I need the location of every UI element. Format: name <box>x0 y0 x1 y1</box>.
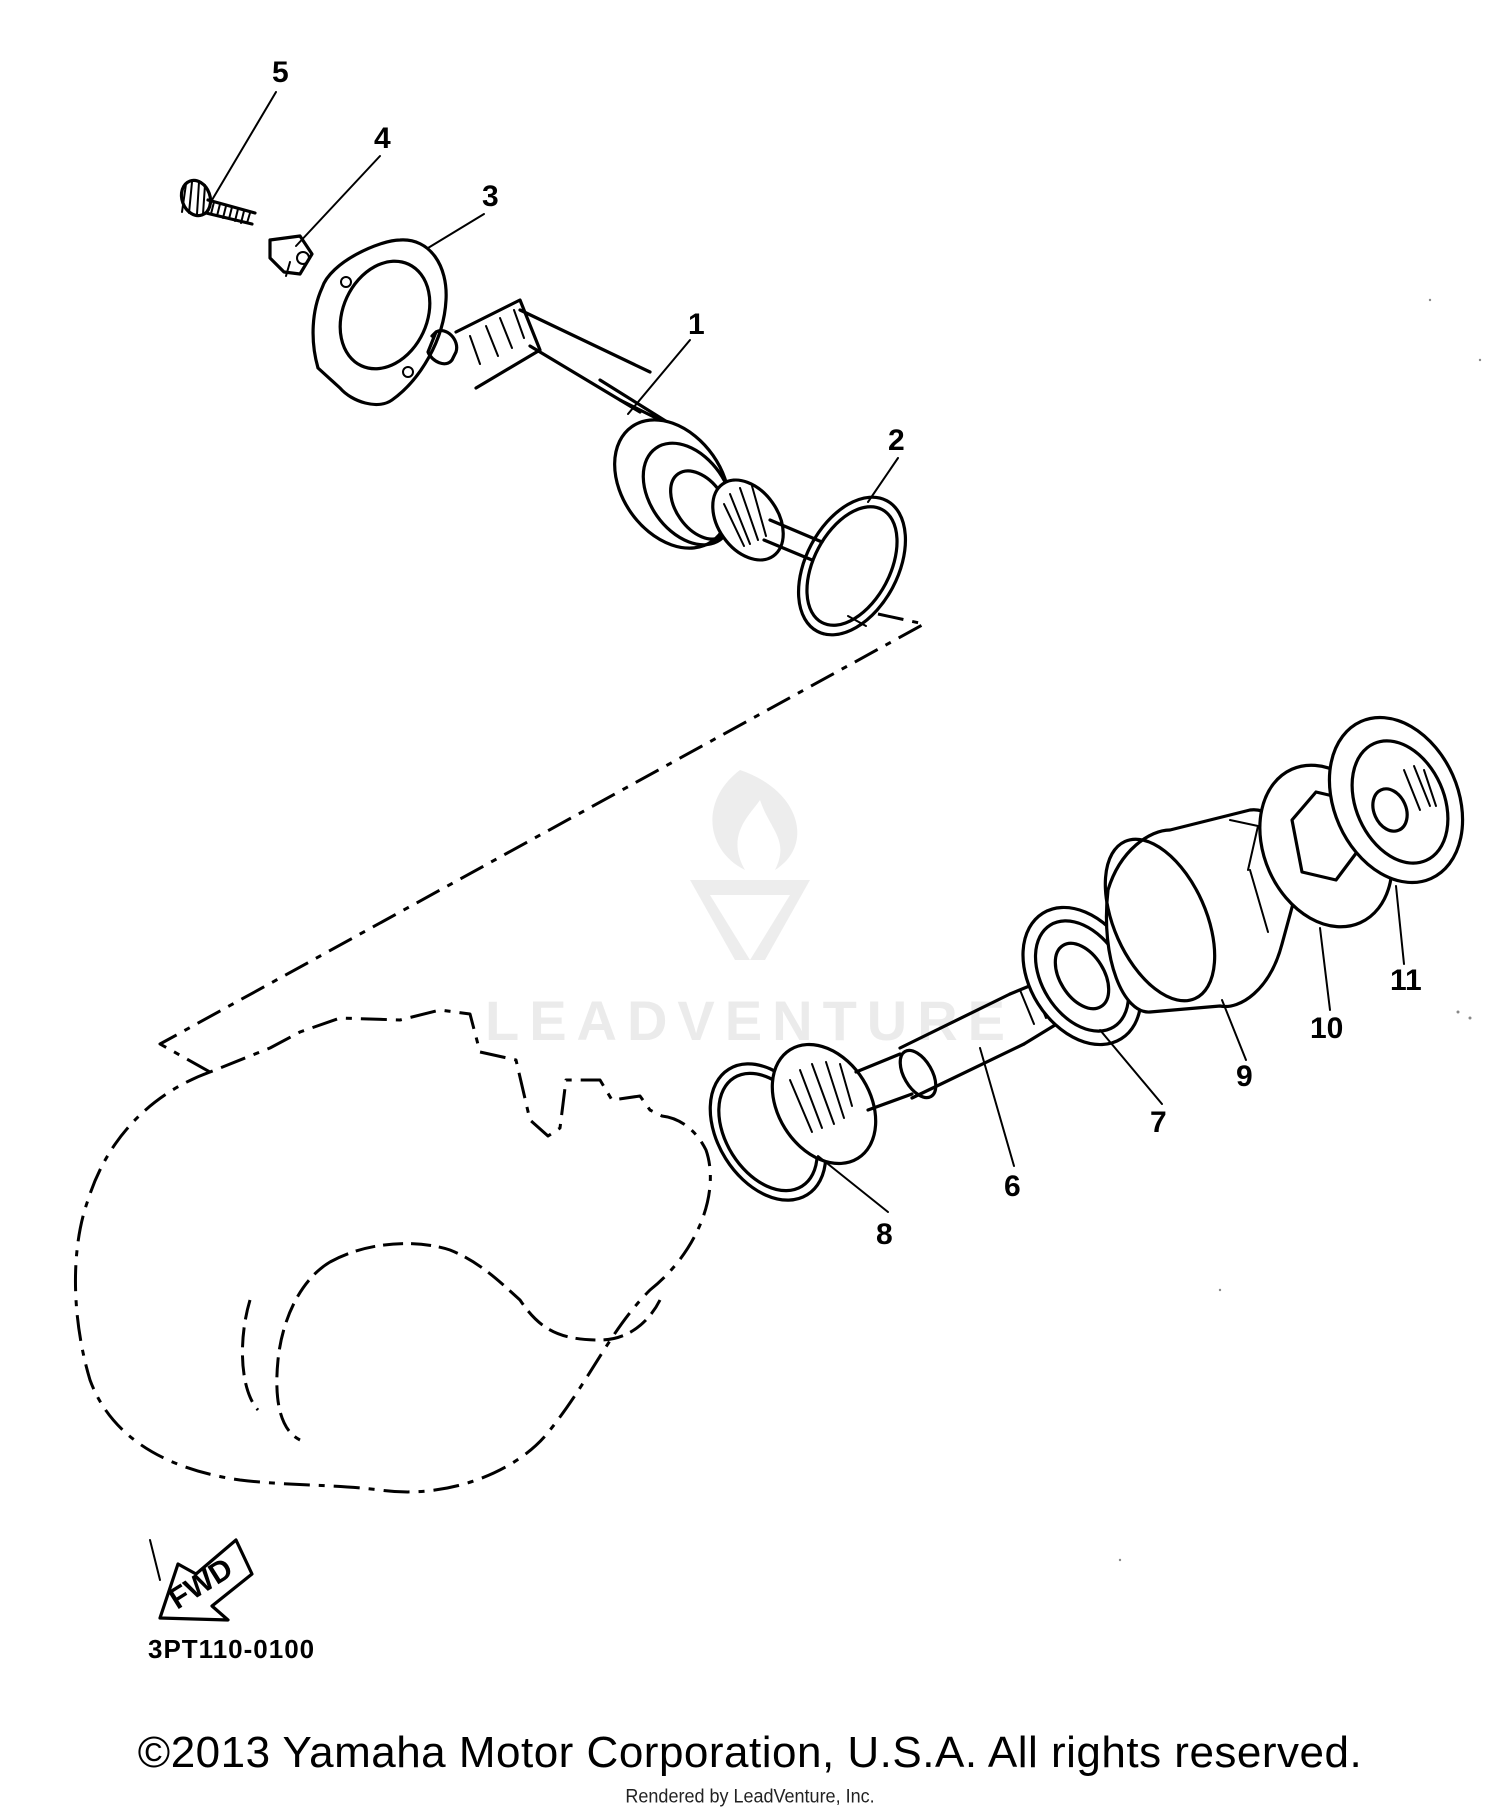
callout-10: 10 <box>1310 1012 1343 1045</box>
leader-9 <box>1221 999 1247 1061</box>
lower-assembly <box>708 715 1465 1213</box>
callout-8: 8 <box>876 1218 893 1251</box>
callout-11: 11 <box>1390 964 1422 997</box>
circlip-part <box>796 495 908 637</box>
copyright-notice: ©2013 Yamaha Motor Corporation, U.S.A. A… <box>137 1728 1363 1777</box>
sleeve-part <box>1103 808 1297 1014</box>
rendered-by-credit: Rendered by LeadVenture, Inc. <box>625 1784 875 1807</box>
callout-4: 4 <box>374 122 391 155</box>
callout-7: 7 <box>1150 1106 1167 1139</box>
callout-labels: 5 4 3 1 2 6 7 8 9 10 11 <box>272 56 1422 1251</box>
callout-3: 3 <box>482 180 499 213</box>
leader-3 <box>427 213 485 249</box>
assembly-reference-line <box>158 612 926 1074</box>
end-gear-part <box>1327 715 1465 885</box>
upper-assembly <box>179 91 908 637</box>
leader-5 <box>211 91 277 201</box>
watermark-text: LEADVENTURE <box>485 989 1015 1052</box>
scan-specks <box>1118 298 1482 1562</box>
callout-1: 1 <box>688 308 705 341</box>
callout-6: 6 <box>1004 1170 1021 1203</box>
drive-shaft-upper <box>426 298 682 432</box>
diagram-part-code: 3PT110-0100 <box>148 1634 316 1664</box>
plate-part <box>311 238 448 406</box>
pinion-gear-upper <box>711 478 824 562</box>
callout-2: 2 <box>888 424 905 457</box>
leader-1 <box>627 339 691 415</box>
leader-6 <box>979 1047 1015 1167</box>
bolt-part <box>179 178 257 226</box>
leader-11 <box>1395 885 1405 965</box>
leader-10 <box>1319 927 1331 1011</box>
watermark-logo: LEADVENTURE <box>485 770 1015 1052</box>
leader-8 <box>817 1155 889 1213</box>
engine-case-outline <box>74 1008 712 1581</box>
clip-part <box>268 234 314 277</box>
callout-5: 5 <box>272 56 289 89</box>
callout-9: 9 <box>1236 1060 1253 1093</box>
bearing-upper <box>613 418 735 550</box>
bevel-gear-lower <box>770 1042 914 1166</box>
leader-7 <box>1099 1029 1163 1105</box>
leader-2 <box>867 457 899 503</box>
leader-4 <box>295 155 381 247</box>
forward-direction-arrow: FWD <box>158 1538 254 1622</box>
